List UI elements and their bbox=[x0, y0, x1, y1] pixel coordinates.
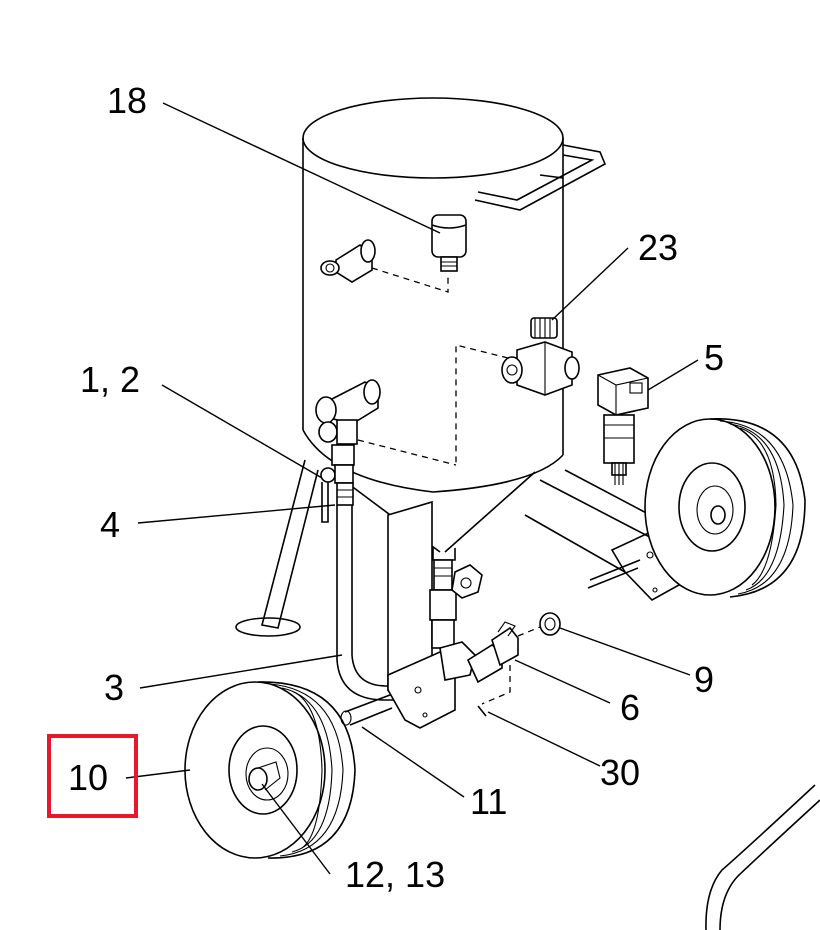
part-11-axle bbox=[340, 694, 393, 726]
tee-fitting-upper bbox=[320, 239, 376, 283]
callout-10: 10 bbox=[68, 757, 108, 798]
callout-3: 3 bbox=[104, 667, 124, 708]
part-1-2-fittings bbox=[315, 379, 381, 445]
callout-11: 11 bbox=[470, 781, 507, 822]
highlight-box bbox=[47, 734, 138, 818]
callout-5: 5 bbox=[704, 337, 724, 378]
callout-30: 30 bbox=[600, 752, 640, 793]
mounting-plate bbox=[387, 500, 456, 729]
part-10-wheel bbox=[184, 681, 356, 859]
callout-6: 6 bbox=[620, 687, 640, 728]
callout-23: 23 bbox=[638, 227, 678, 268]
callout-1-2: 1, 2 bbox=[80, 359, 140, 400]
part-5-filter bbox=[597, 367, 649, 485]
dash-fittings bbox=[357, 439, 457, 466]
part-18-valve bbox=[431, 214, 467, 272]
part-30-pin bbox=[477, 705, 487, 717]
part-3-hose bbox=[336, 505, 405, 701]
dash-18 bbox=[371, 267, 449, 293]
dash-9 bbox=[517, 626, 541, 637]
part-9-gasket bbox=[539, 612, 561, 636]
right-wheel bbox=[644, 418, 806, 598]
tank-handle bbox=[474, 144, 607, 211]
part-23-regulator bbox=[501, 317, 580, 396]
callout-18: 18 bbox=[107, 80, 147, 121]
leader-lines bbox=[125, 102, 699, 875]
callout-4: 4 bbox=[100, 504, 120, 545]
dash-30 bbox=[481, 665, 511, 705]
part-6-coupling bbox=[466, 621, 519, 684]
callout-12-13: 12, 13 bbox=[345, 854, 445, 895]
callout-9: 9 bbox=[694, 659, 714, 700]
metering-valve bbox=[429, 559, 483, 681]
blast-pot-tank bbox=[302, 97, 564, 561]
background-frame-edge bbox=[705, 784, 820, 930]
part-4-valve bbox=[320, 444, 355, 523]
dash-23 bbox=[455, 344, 509, 465]
tank-leg bbox=[235, 459, 319, 637]
